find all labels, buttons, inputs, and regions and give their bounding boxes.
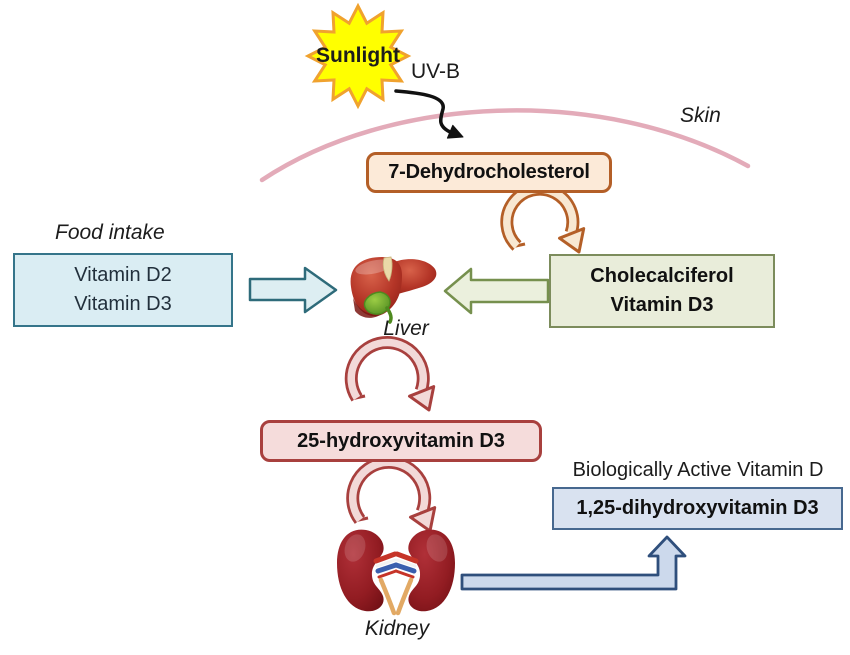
hydroxyvitamin-25-box: 25-hydroxyvitamin D3 [260,420,542,462]
left-kidney-vessels [373,551,399,616]
arrow-dehydro-to-cholecalciferol [500,182,586,254]
falciform-ligament [382,256,393,282]
arrow-25oh-to-kidney [346,455,437,533]
food-box-line1: Vitamin D2 [74,264,172,286]
liver-label: Liver [383,317,429,340]
dihydroxyvitamin-125-box-label: 1,25-dihydroxyvitamin D3 [576,497,819,519]
arrow-food-to-liver [248,266,338,314]
arrow-liver-to-25oh [344,335,436,412]
biologically-active-label: Biologically Active Vitamin D [572,459,824,481]
uvb-label: UV-B [411,60,461,83]
liver-shadow [353,298,384,318]
gallbladder-duct [385,306,393,324]
sunburst-shape [304,2,412,110]
food-box-line2: Vitamin D3 [74,293,172,315]
skin-label: Skin [680,104,721,127]
arrow-kidney-to-125oh [460,535,687,591]
right-kidney-vessels [393,551,419,616]
right-kidney [408,529,455,612]
kidneys-icon [337,529,455,616]
cholecalciferol-box-line2: Vitamin D3 [610,294,714,316]
cholecalciferol-box: Cholecalciferol Vitamin D3 [549,254,775,328]
right-kidney-sheen [426,534,448,562]
arrow-cholecalciferol-to-liver [443,267,550,315]
food-vitamins-box: Vitamin D2 Vitamin D3 [13,253,233,327]
dihydroxyvitamin-125-box: 1,25-dihydroxyvitamin D3 [552,487,843,530]
food-intake-label: Food intake [55,221,165,244]
dehydrocholesterol-box: 7-Dehydrocholesterol [366,152,612,193]
left-kidney-sheen [344,534,366,562]
sun-icon [304,2,412,110]
left-kidney [337,529,384,612]
liver-icon [350,256,437,324]
hydroxyvitamin-25-box-label: 25-hydroxyvitamin D3 [297,429,505,452]
sunlight-label: Sunlight [316,44,400,67]
gallbladder [363,291,391,315]
liver-right-lobe [392,259,437,296]
skin-curve [259,108,751,183]
kidney-label: Kidney [364,617,430,640]
uvb-arrow [394,89,464,139]
dehydrocholesterol-box-label: 7-Dehydrocholesterol [388,161,590,183]
cholecalciferol-box-line1: Cholecalciferol [590,265,734,287]
